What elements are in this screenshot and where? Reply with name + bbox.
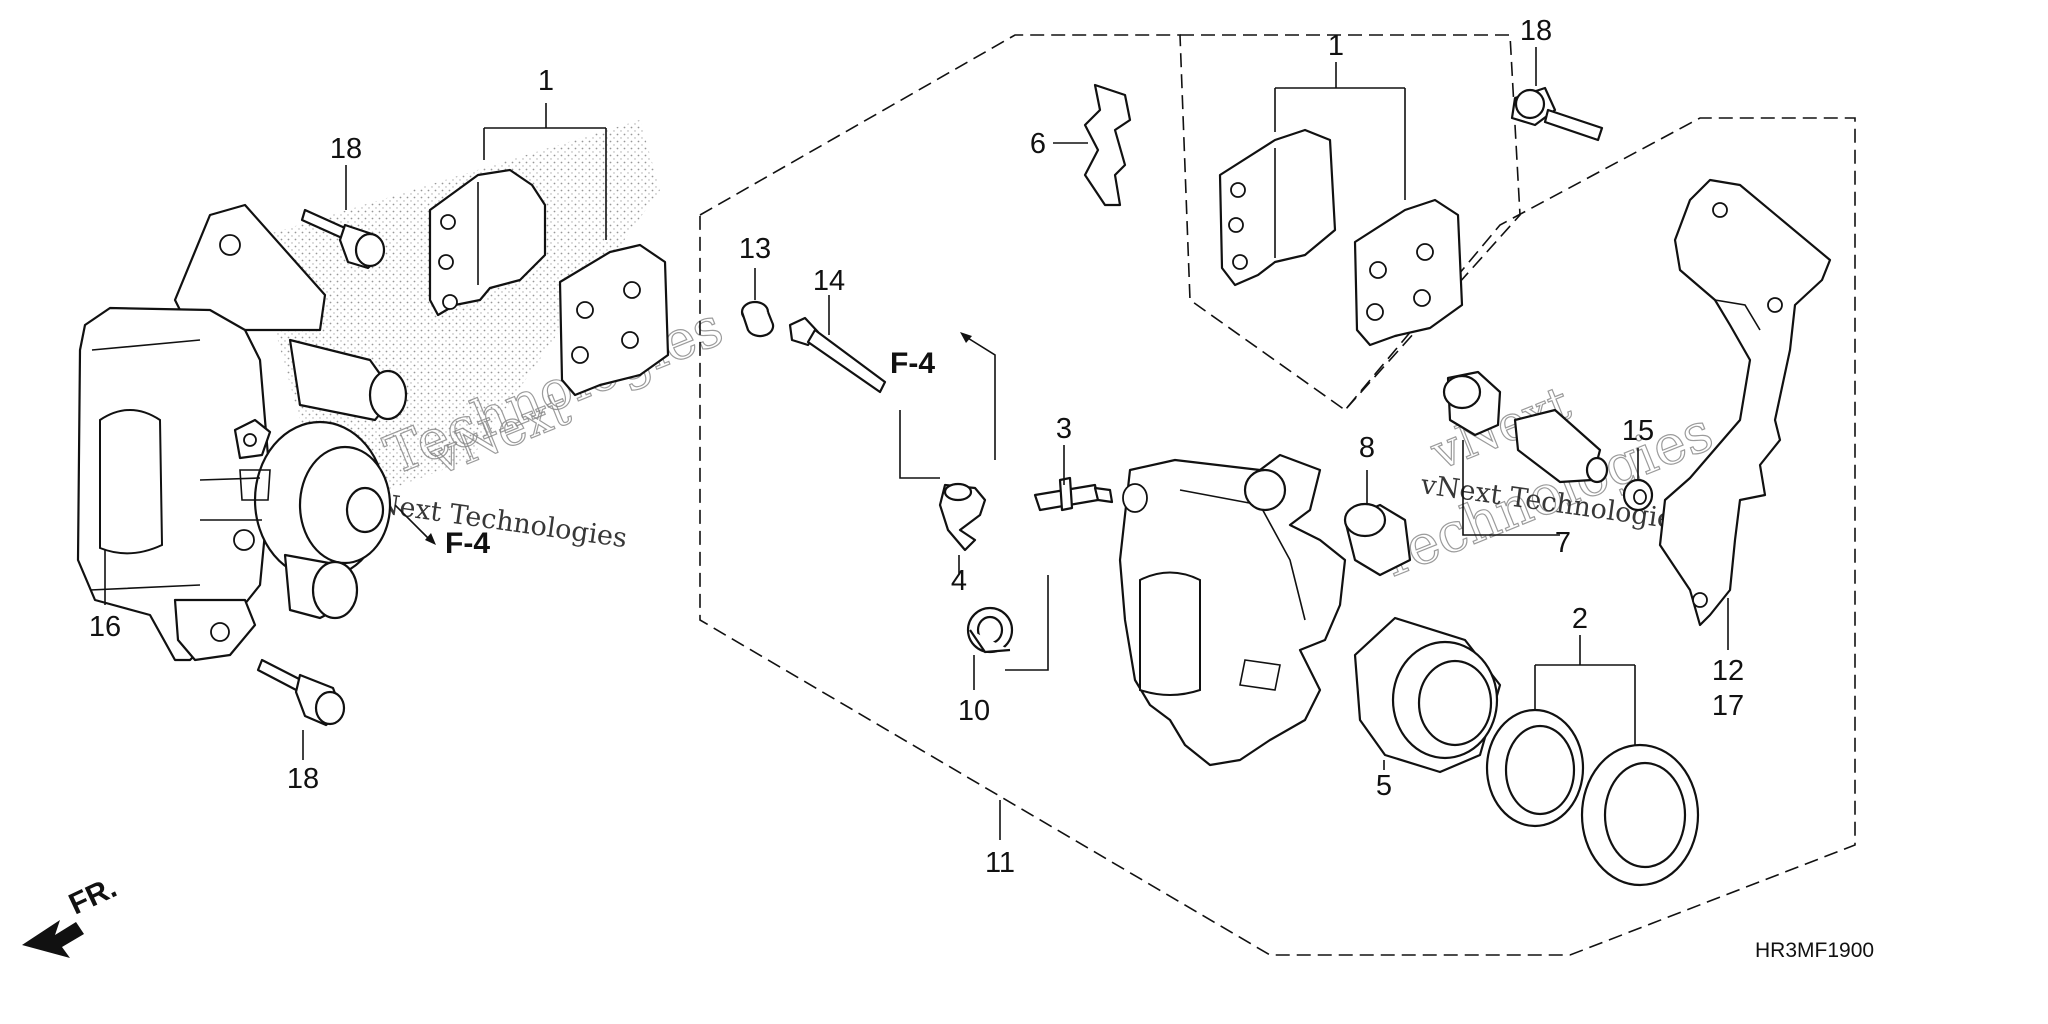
ref-label-left: F-4: [445, 527, 490, 560]
callout-bolt-top-left: 18: [330, 133, 362, 165]
callout-piston: 5: [1376, 770, 1392, 802]
callout-boot-10: 10: [958, 695, 990, 727]
ref-label-middle: F-4: [890, 347, 935, 380]
callout-boot-8: 8: [1359, 432, 1375, 464]
seal-kit: [1485, 708, 1700, 887]
front-arrow: FR.: [22, 871, 122, 958]
brake-pads-left: [428, 168, 670, 397]
callout-bolt-bottom-left: 18: [287, 763, 319, 795]
callout-bracket: 12: [1712, 655, 1744, 687]
leader-lines: [104, 47, 1729, 840]
callout-caliper-body: 11: [985, 847, 1015, 879]
caliper-bracket: [1658, 178, 1832, 627]
callout-pad-spring: 6: [1030, 128, 1046, 160]
dust-boot-7: [1442, 370, 1609, 484]
pad-pin: [788, 316, 887, 394]
callout-bleeder: 3: [1056, 413, 1072, 445]
callout-washer: 15: [1622, 415, 1654, 447]
slide-pin-8: [1343, 502, 1412, 577]
watermark-text-left: vNext Technologies: [358, 486, 629, 554]
piston: [1353, 616, 1502, 774]
callout-pad-pin: 14: [813, 265, 845, 297]
watermark-right: Technologies vNext vNext Technologies: [1366, 375, 1722, 593]
diagram-code: HR3MF1900: [1755, 939, 1874, 962]
callout-pads-right: 1: [1328, 30, 1344, 62]
dust-boot-10: [966, 606, 1014, 654]
caliper-body: [1118, 453, 1347, 767]
callout-pads-left: 1: [538, 65, 554, 97]
bleeder-cap: [938, 482, 987, 552]
bolt-bottom-left: [256, 658, 346, 727]
callout-bleeder-cap: 4: [951, 565, 967, 597]
pad-spring: [1083, 83, 1132, 207]
washer: [1622, 478, 1654, 512]
callout-boot-7: 7: [1555, 527, 1571, 559]
front-label: FR.: [64, 871, 122, 921]
callout-bolt-top-right: 18: [1520, 15, 1552, 47]
callouts: 1 18 16 18 13 14 6 1 18 3 4 10 8 7 15 5 …: [89, 15, 1744, 879]
bolt-top-left: [300, 208, 386, 270]
callout-bracket-alt: 17: [1712, 690, 1744, 722]
callout-seal-kit: 2: [1572, 603, 1588, 635]
caliper-assembly-left: [76, 203, 408, 662]
callout-plug: 13: [739, 233, 771, 265]
brake-pads-right: [1218, 128, 1464, 347]
plug: [740, 300, 775, 338]
bolt-top-right: [1510, 86, 1604, 142]
bleeder-screw: [1033, 476, 1114, 512]
callout-caliper-assembly: 16: [89, 611, 121, 643]
